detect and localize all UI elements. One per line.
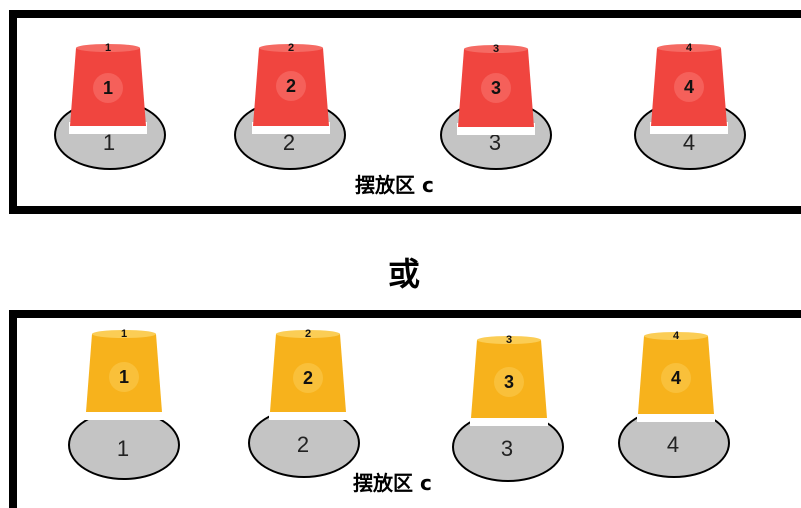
slot-number: 4: [682, 130, 696, 155]
yellow-cup[interactable]: 3 3: [467, 334, 551, 426]
slot-ellipse: [68, 410, 180, 480]
yellow-cup[interactable]: 4 4: [634, 330, 718, 422]
cup-rim: [464, 45, 528, 53]
cup-top-number: 4: [672, 330, 680, 342]
cup-label-disc: [93, 73, 123, 103]
cup-label-disc: [109, 362, 139, 392]
cup-shape: [85, 330, 163, 420]
cup-rim: [644, 332, 708, 340]
cup-rim: [259, 44, 323, 52]
red-cup[interactable]: 2 2: [249, 42, 333, 134]
slot-number: 4: [666, 432, 680, 457]
slot-number: 3: [488, 130, 502, 155]
zone-label: 摆放区 c: [355, 173, 434, 197]
zone-label: 摆放区 c: [353, 471, 432, 495]
slot-number: 2: [282, 130, 296, 155]
cup-label-disc: [674, 72, 704, 102]
red-cup[interactable]: 1 1: [66, 42, 150, 134]
cup-rim: [477, 336, 541, 344]
cup-shape: [69, 44, 147, 134]
yellow-cup[interactable]: 2 2: [266, 328, 350, 420]
cup-label-disc: [293, 363, 323, 393]
cup-shape: [457, 45, 535, 135]
cup-top-number: 2: [287, 42, 295, 54]
cup-number: 4: [670, 368, 681, 388]
or-separator: 或: [388, 255, 421, 293]
red-cup[interactable]: 3 3: [454, 43, 538, 135]
cup-number: 3: [503, 372, 514, 392]
cup-top-number: 3: [492, 43, 500, 55]
cup-number: 2: [302, 368, 313, 388]
yellow-cup[interactable]: 1 1: [82, 328, 166, 420]
slot-number: 1: [102, 130, 116, 155]
cup-number: 2: [285, 76, 296, 96]
slot-number: 2: [296, 432, 310, 457]
cup-top-number: 4: [685, 42, 693, 54]
cup-shape: [470, 336, 548, 426]
red-cup[interactable]: 4 4: [647, 42, 731, 134]
cup-number: 3: [490, 78, 501, 98]
cup-rim: [657, 44, 721, 52]
cup-number: 4: [683, 77, 694, 97]
cup-top-number: 3: [505, 334, 513, 346]
cup-number: 1: [118, 367, 129, 387]
cup-shape: [269, 330, 347, 420]
cup-top-number: 2: [304, 328, 312, 340]
cup-top-number: 1: [104, 42, 112, 54]
cup-shape: [252, 44, 330, 134]
cup-rim: [76, 44, 140, 52]
cup-number: 1: [102, 78, 113, 98]
cup-rim: [92, 330, 156, 338]
cup-label-disc: [481, 73, 511, 103]
cup-shape: [637, 332, 715, 422]
slot-number: 3: [500, 436, 514, 461]
cup-label-disc: [661, 363, 691, 393]
cup-shape: [650, 44, 728, 134]
slot-number: 1: [116, 436, 130, 461]
cup-label-disc: [276, 71, 306, 101]
cup-top-number: 1: [120, 328, 128, 340]
cup-label-disc: [494, 367, 524, 397]
cup-rim: [276, 330, 340, 338]
